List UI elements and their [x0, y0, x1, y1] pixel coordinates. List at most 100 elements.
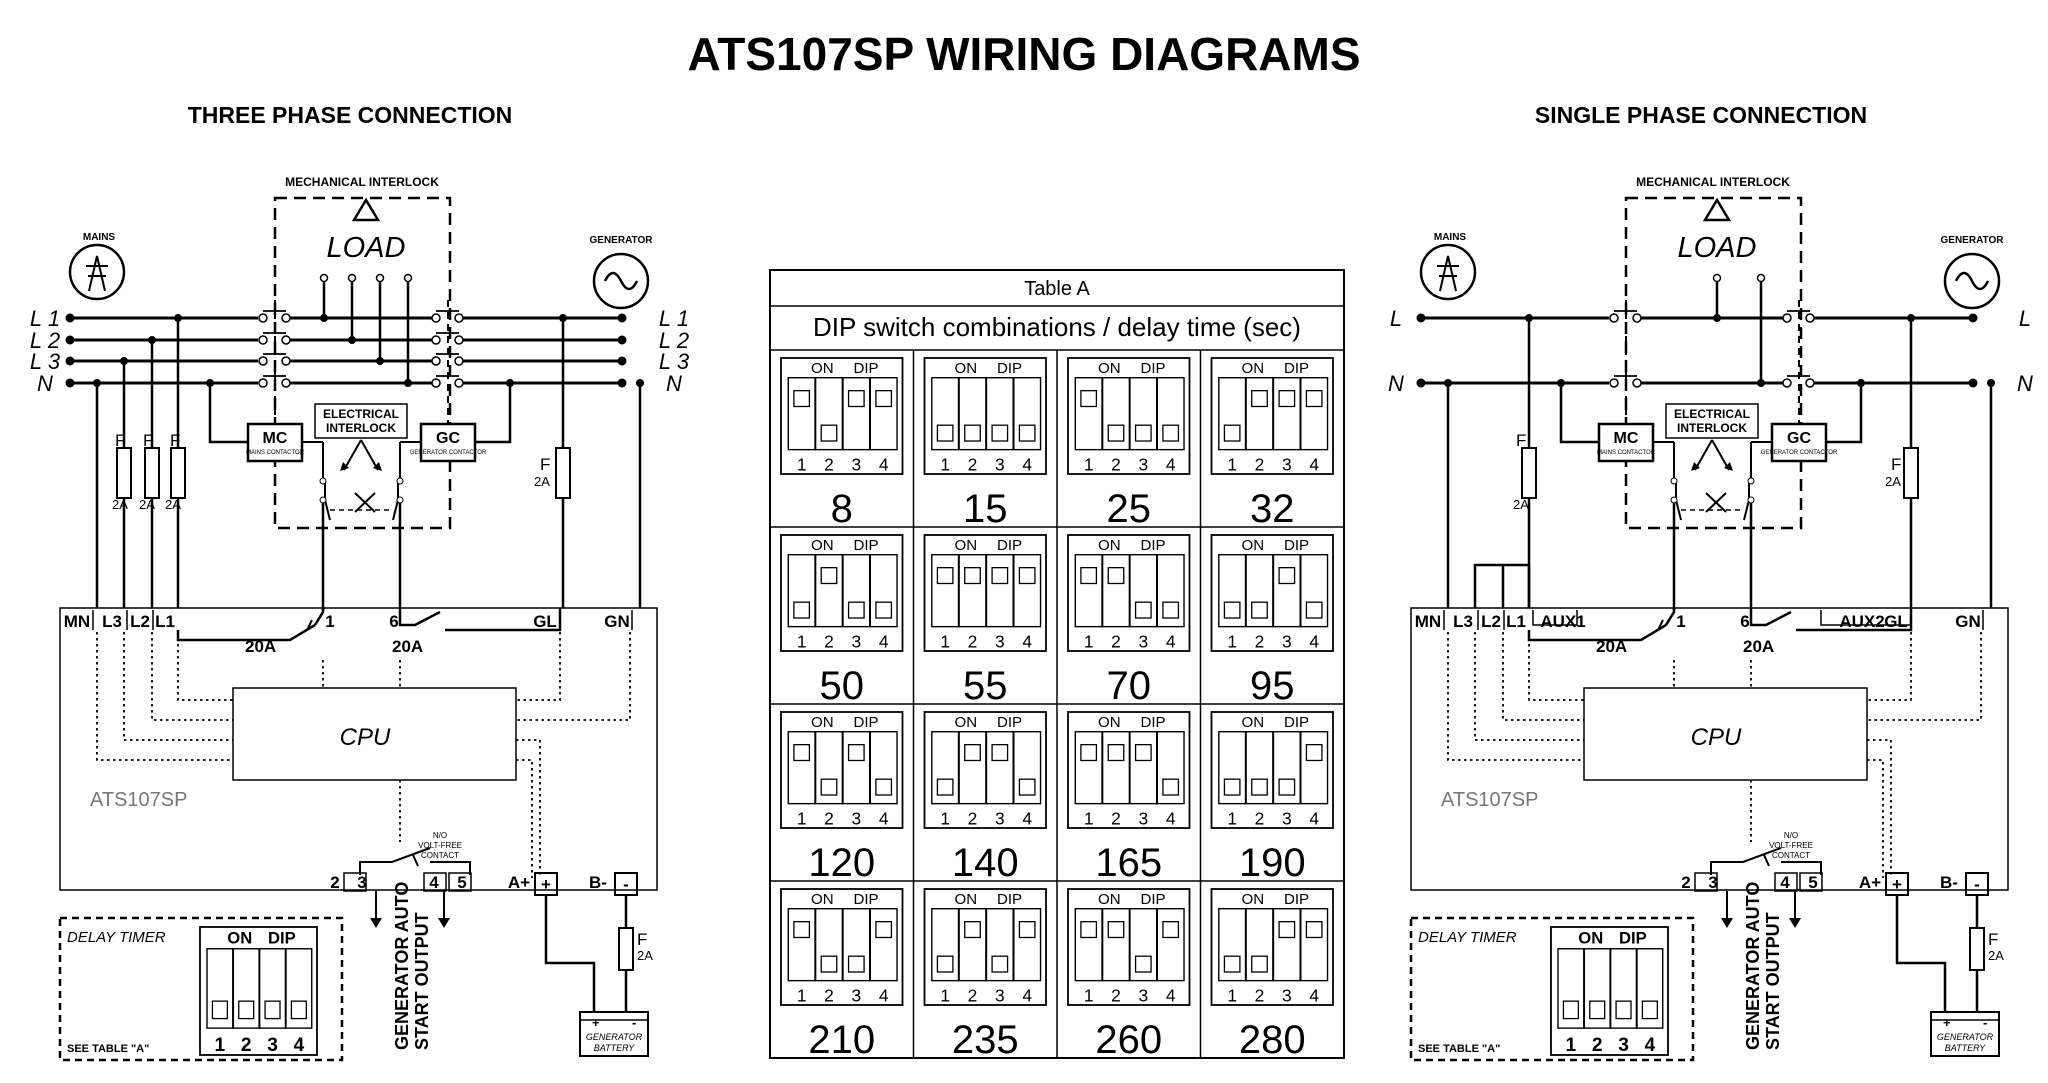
dip-number: 1 — [1227, 455, 1237, 475]
delay-timer-box — [1409, 916, 1695, 1062]
dip-number: 3 — [851, 986, 861, 1006]
dip-dip-label: DIP — [1140, 537, 1165, 554]
battery-box — [579, 1011, 649, 1057]
dip-on-label: ON — [954, 360, 977, 377]
aux-bracket — [1532, 610, 1578, 626]
battery-label: BATTERY — [594, 1043, 636, 1053]
dip-switch-slot — [869, 908, 898, 982]
dip-switch-knob-up — [793, 390, 811, 408]
junction-dot — [320, 314, 328, 322]
dip-number: 3 — [267, 1035, 278, 1056]
dip-switch-knob-down — [820, 778, 838, 796]
no-contact-switch — [430, 861, 471, 875]
dip-switch-knob-up — [820, 567, 838, 585]
fuse-icon — [1521, 447, 1537, 499]
aux-contact — [324, 499, 331, 521]
dip-switch-slot — [869, 554, 898, 628]
delay-time-value: 32 — [1250, 487, 1295, 531]
dip-number: 4 — [1166, 632, 1176, 652]
contact-node — [1805, 313, 1815, 323]
contact-node — [1747, 477, 1755, 485]
terminal-box — [1799, 872, 1823, 892]
dip-number: 4 — [1645, 1035, 1656, 1056]
terminal-5-label: 5 — [1808, 873, 1817, 892]
electrical-interlock-box — [314, 403, 408, 439]
contact-node — [454, 313, 464, 323]
internal-wire — [516, 632, 561, 701]
terminal-3-label: 3 — [1708, 873, 1717, 892]
dip-switch-knob-up — [991, 744, 1009, 762]
dip-switch-frame — [1210, 888, 1334, 1006]
fuse-icon — [116, 447, 132, 499]
minus-label: - — [623, 875, 629, 894]
aux2-label: AUX2 — [1839, 612, 1884, 631]
battery-box — [1930, 1011, 2000, 1057]
dip-switch-knob-up — [1162, 921, 1180, 939]
dip-switch-knob-up — [1278, 390, 1296, 408]
dip-switch-knob-down — [991, 424, 1009, 442]
dip-switch-slot — [869, 731, 898, 805]
fuse-icon — [170, 447, 186, 499]
dip-switch-slot — [285, 948, 313, 1029]
dip-switch-slot — [1300, 377, 1329, 451]
section-heading: THREE PHASE CONNECTION — [188, 102, 513, 128]
dip-switch-knob-up — [1305, 744, 1323, 762]
mc-label: MC — [263, 430, 288, 447]
dip-number: 3 — [1138, 632, 1148, 652]
internal-wire — [1867, 632, 1912, 701]
dip-switch-slot — [1013, 377, 1042, 451]
dip-switch-slot — [1636, 948, 1664, 1029]
fuse-rating: 2A — [637, 948, 653, 963]
dip-on-label: ON — [811, 360, 834, 377]
dip-switch-knob-down — [1615, 1000, 1632, 1020]
dip-number: 3 — [1138, 986, 1148, 1006]
dip-number: 4 — [1022, 632, 1032, 652]
dip-number: 2 — [968, 632, 978, 652]
gen-auto-start-label: GENERATOR AUTO — [1743, 882, 1763, 1050]
fuse-icon — [1969, 927, 1985, 971]
dip-switch-knob-down — [211, 1000, 229, 1020]
dip-dip-label: DIP — [997, 360, 1022, 377]
dip-on-label: ON — [954, 891, 977, 908]
interlock-arrow — [360, 439, 379, 471]
terminal-1-label: 1 — [325, 612, 334, 631]
dip-switch-knob-up — [793, 921, 811, 939]
dip-number: 4 — [1022, 455, 1032, 475]
gc-label: GC — [1787, 430, 1811, 447]
relay-switch-2 — [1749, 610, 1792, 627]
dip-dip-label: DIP — [853, 714, 878, 731]
ats-module-box — [59, 607, 658, 891]
dip-switch-frame — [923, 711, 1047, 829]
battery-label: GENERATOR — [586, 1032, 643, 1042]
contact-node — [431, 378, 441, 388]
battery-label: GENERATOR — [1937, 1032, 1994, 1042]
dip-dip-label: DIP — [1140, 891, 1165, 908]
contact-node — [1670, 496, 1678, 504]
terminal-box — [1694, 872, 1718, 892]
dip-switch-knob-down — [1134, 955, 1152, 973]
dip-number: 3 — [995, 632, 1005, 652]
dip-switch-knob-up — [1107, 744, 1125, 762]
tower-icon-body — [1439, 255, 1457, 292]
cpu-box — [232, 687, 517, 781]
dip-dip-label: DIP — [1284, 537, 1309, 554]
contact-node — [396, 477, 404, 485]
internal-wire — [1867, 739, 1892, 878]
contact-node — [319, 477, 327, 485]
delay-time-value: 55 — [963, 664, 1008, 708]
amp-label-2: 20A — [392, 637, 423, 656]
dip-switch-slot — [1156, 908, 1185, 982]
dip-dip-label: DIP — [1140, 714, 1165, 731]
interlock-arrow — [1711, 439, 1730, 471]
mains-tower-icon — [1419, 243, 1477, 301]
amp-label-1: 20A — [245, 637, 276, 656]
dip-switch-knob-down — [1562, 1000, 1580, 1020]
dip-switch-knob-up — [1107, 921, 1125, 939]
dip-switch-slot — [1013, 731, 1042, 805]
